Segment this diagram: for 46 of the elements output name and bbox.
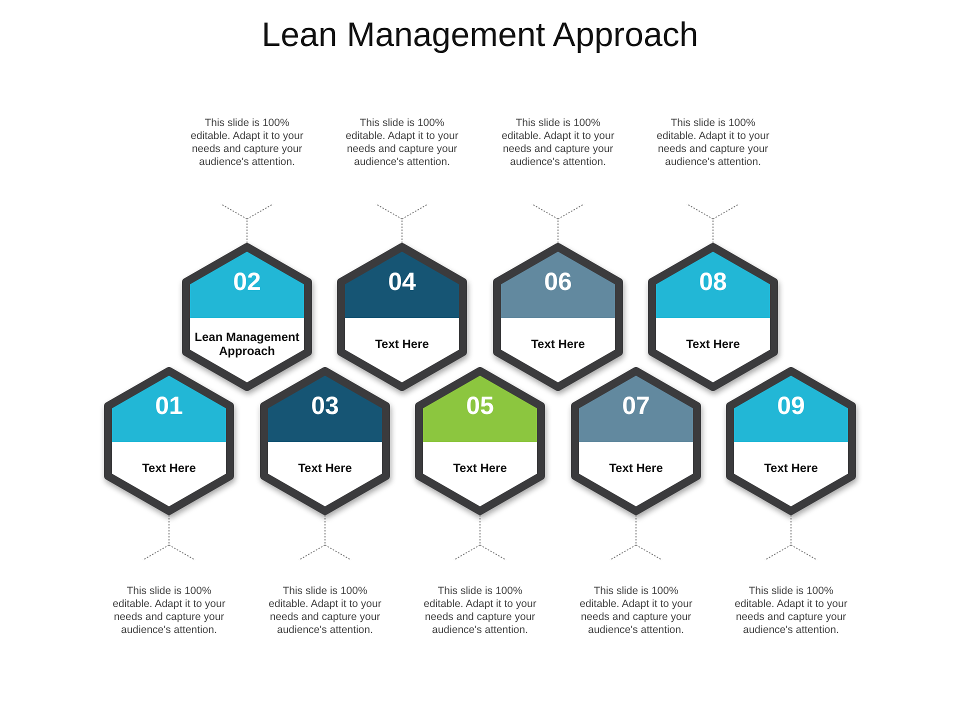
leader-line — [376, 204, 428, 244]
hexagon-card — [569, 366, 703, 516]
step-label: Text Here — [531, 337, 585, 351]
step-label: Text Here — [142, 461, 196, 475]
description-text: This slide is 100% editable. Adapt it to your needs and capture your audience's attention. — [265, 560, 385, 637]
step-number: 01 — [154, 392, 184, 421]
leader-line — [454, 514, 506, 560]
hexagon-card — [180, 242, 314, 392]
step-number: 03 — [310, 392, 340, 421]
leader-line — [142, 514, 196, 560]
leader-line — [764, 514, 818, 560]
step-number: 02 — [232, 268, 262, 297]
description-text: This slide is 100% editable. Adapt it to your needs and capture your audience's attention. — [498, 117, 618, 204]
hexagon-card — [491, 242, 625, 392]
title: Lean Management Approach — [260, 16, 700, 55]
hexagon-card — [646, 242, 780, 392]
description-text: This slide is 100% editable. Adapt it to your needs and capture your audience's attention. — [731, 560, 851, 637]
step-label: Lean Management Approach — [194, 330, 300, 358]
step-label: Text Here — [453, 461, 507, 475]
hexagon-card — [335, 242, 469, 392]
hexagon-card — [258, 366, 392, 516]
step-number: 07 — [621, 392, 651, 421]
leader-line — [686, 204, 740, 244]
description-text: This slide is 100% editable. Adapt it to your needs and capture your audience's attention. — [653, 117, 773, 204]
step-label: Text Here — [375, 337, 429, 351]
step-label: Text Here — [764, 461, 818, 475]
step-number: 05 — [465, 392, 495, 421]
step-label: Text Here — [609, 461, 663, 475]
leader-line — [532, 204, 584, 244]
description-text: This slide is 100% editable. Adapt it to your needs and capture your audience's attention. — [576, 560, 696, 637]
description-text: This slide is 100% editable. Adapt it to your needs and capture your audience's attention. — [109, 560, 229, 637]
leader-line — [298, 514, 352, 560]
description-text: This slide is 100% editable. Adapt it to your needs and capture your audience's attention. — [420, 560, 540, 637]
leader-line — [610, 514, 662, 560]
hexagon-card — [724, 366, 858, 516]
step-number: 09 — [776, 392, 806, 421]
hexagon-card — [413, 366, 547, 516]
description-text: This slide is 100% editable. Adapt it to your needs and capture your audience's attention. — [187, 117, 307, 204]
step-number: 04 — [387, 268, 417, 297]
step-label: Text Here — [686, 337, 740, 351]
description-text: This slide is 100% editable. Adapt it to your needs and capture your audience's attention. — [342, 117, 462, 204]
step-number: 08 — [698, 268, 728, 297]
leader-line — [220, 204, 274, 244]
hexagon-card — [102, 366, 236, 516]
step-number: 06 — [543, 268, 573, 297]
step-label: Text Here — [298, 461, 352, 475]
